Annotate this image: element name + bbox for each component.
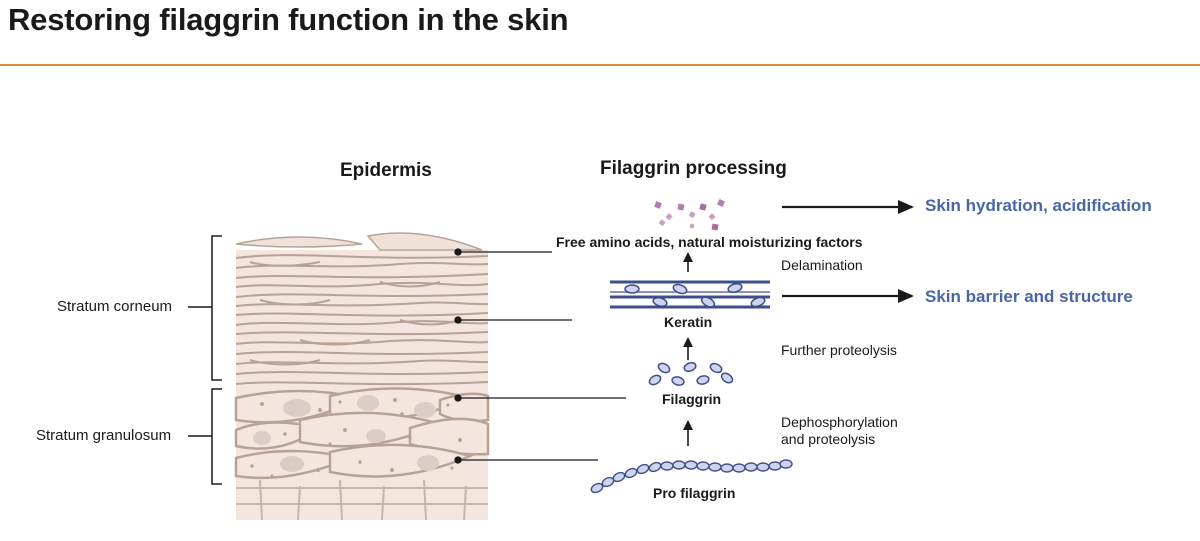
filaggrin-monomers	[648, 361, 734, 386]
corneum-flake	[235, 236, 363, 248]
keratin-label: Keratin	[664, 314, 713, 330]
pro-filaggrin-bead	[672, 460, 686, 470]
filaggrin-label: Filaggrin	[662, 391, 722, 407]
pro-filaggrin-bead	[636, 463, 650, 475]
epidermis-header: Epidermis	[340, 160, 432, 181]
pro-filaggrin-bead	[648, 461, 662, 473]
corneum-flake	[366, 232, 483, 251]
pro-filaggrin-bead	[720, 463, 734, 473]
free-amino-acids-label: Free amino acids, natural moisturizing f…	[556, 234, 863, 250]
skin-barrier-outcome: Skin barrier and structure	[925, 287, 1133, 306]
pro-filaggrin-bead	[756, 462, 770, 472]
pro-filaggrin-bead	[744, 462, 758, 472]
pro-filaggrin-bead	[624, 467, 638, 479]
nmf-particles	[654, 199, 725, 231]
title-divider	[0, 64, 1200, 66]
pro-filaggrin-bead	[660, 461, 674, 471]
pro-filaggrin-bead	[732, 463, 746, 473]
corneum-bracket	[188, 235, 222, 381]
granulosum-bracket	[188, 388, 222, 485]
stratum-corneum-cells	[235, 254, 489, 386]
outcome-arrows	[782, 200, 914, 303]
epidermis-tissue	[234, 232, 490, 521]
skin-hydration-outcome: Skin hydration, acidification	[925, 196, 1152, 215]
dephosphorylation-line-1: Dephosphorylation	[781, 414, 898, 430]
pro-filaggrin-chain	[590, 459, 793, 494]
basal-cells	[236, 479, 488, 521]
further-proteolysis-step: Further proteolysis	[781, 342, 897, 358]
pro-filaggrin-bead	[684, 460, 698, 470]
page-title: Restoring filaggrin function in the skin	[8, 2, 569, 37]
granulosum-nuclei	[253, 395, 439, 472]
dephosphorylation-line-2: and proteolysis	[781, 431, 876, 447]
pro-filaggrin-bead	[696, 461, 710, 471]
delamination-step: Delamination	[781, 257, 863, 273]
filaggrin-processing-header: Filaggrin processing	[600, 158, 787, 179]
dephosphorylation-step: Dephosphorylation and proteolysis	[781, 414, 898, 448]
keratin-bundle	[610, 280, 770, 309]
stratum-corneum-label: Stratum corneum	[57, 298, 173, 315]
pro-filaggrin-bead	[768, 461, 782, 471]
leader-lines	[454, 248, 626, 464]
pro-filaggrin-bead	[779, 459, 793, 469]
keratohyalin-granules	[250, 398, 462, 478]
pro-filaggrin-label: Pro filaggrin	[653, 485, 736, 501]
pro-filaggrin-bead	[708, 462, 722, 472]
stratum-granulosum-label: Stratum granulosum	[36, 427, 172, 444]
pro-filaggrin-bead	[612, 471, 626, 483]
